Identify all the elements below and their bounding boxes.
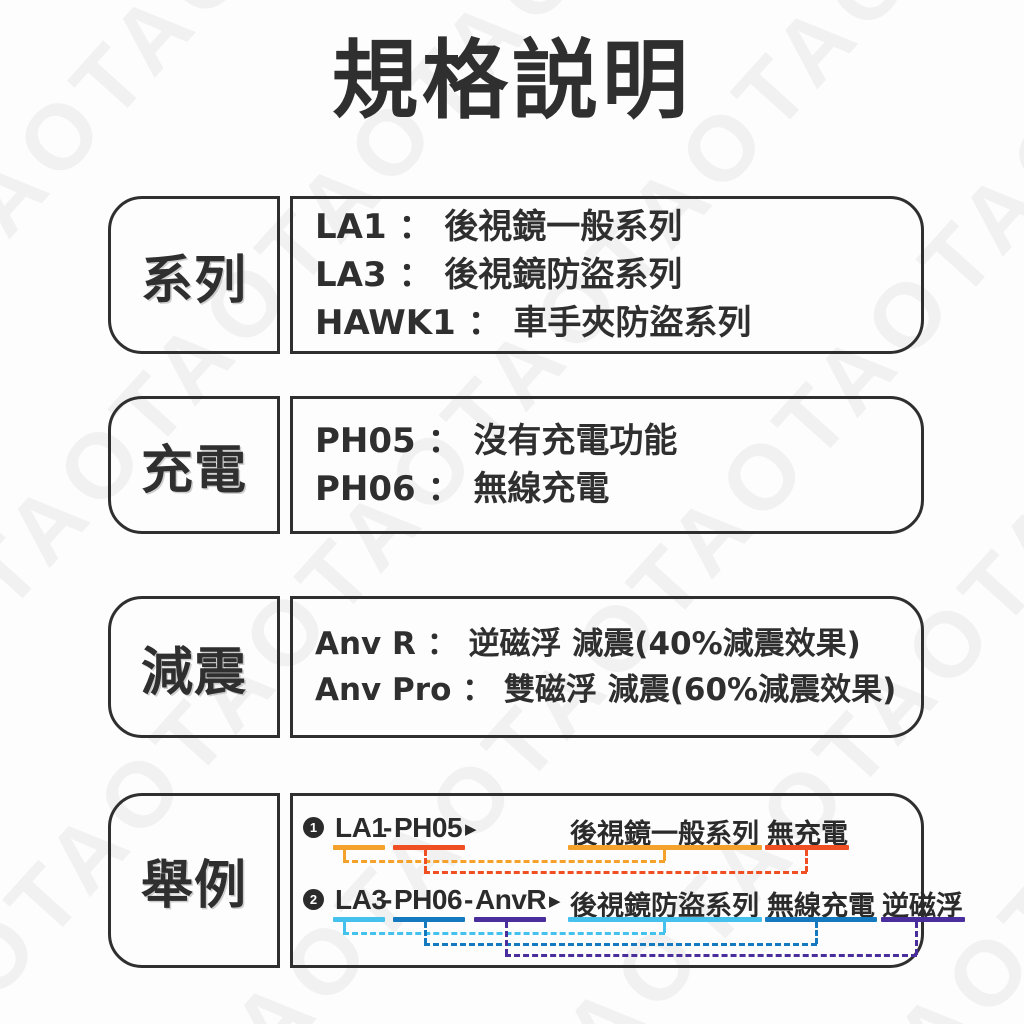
- row-label-text: 系列: [140, 250, 247, 311]
- row-label-damping: 減震: [108, 596, 280, 738]
- underline-la3: [333, 917, 385, 922]
- example-token-anvr: AnvR: [475, 884, 547, 915]
- spec-line: LA3 ： 後視鏡防盜系列: [315, 254, 683, 295]
- connector-red-v-left: [424, 850, 427, 872]
- connector-lightblue-h: [343, 932, 665, 935]
- row-content-series: LA1 ： 後視鏡一般系列 LA3 ： 後視鏡防盜系列 HAWK1 ： 車手夾防…: [290, 196, 924, 354]
- underline-charging-meaning: [765, 917, 877, 922]
- spec-row-series: 系列 LA1 ： 後視鏡一般系列 LA3 ： 後視鏡防盜系列 HAWK1 ： 車…: [108, 196, 924, 354]
- spec-line: PH05 ： 沒有充電功能: [315, 420, 678, 461]
- underline-la1: [333, 845, 385, 850]
- example-row-2: 2 LA3 - PH06 - AnvR ▶ 後視鏡防盜系列 無線充電 逆磁浮: [293, 880, 965, 957]
- example-number-badge: 1: [303, 817, 324, 838]
- example-token-dash: -: [464, 884, 473, 915]
- example-diagram: 1 LA1 - PH05 ▶ 後視鏡一般系列 無充電: [293, 796, 965, 965]
- example-meaning-charging: 無充電: [767, 819, 848, 850]
- underline-series-meaning: [568, 917, 762, 922]
- underline-series-meaning: [568, 845, 762, 850]
- example-token-ph06: PH06: [394, 884, 463, 915]
- page-title: 規格説明: [332, 31, 692, 131]
- spec-line: LA1 ： 後視鏡一般系列: [315, 206, 683, 247]
- connector-red-h: [424, 871, 807, 874]
- spec-line: Anv Pro ： 雙磁浮 減震(60%減震效果): [315, 672, 897, 708]
- connector-purple-v-left: [505, 922, 508, 955]
- connector-lightblue-v-left: [343, 922, 346, 933]
- spec-row-damping: 減震 Anv R ： 逆磁浮 減震(40%減震效果) Anv Pro ： 雙磁浮…: [108, 596, 924, 738]
- connector-orange-v-right: [663, 850, 666, 861]
- connector-orange-v-left: [343, 850, 346, 861]
- spec-line: HAWK1 ： 車手夾防盜系列: [315, 303, 752, 344]
- example-token-la1: LA1: [335, 812, 387, 843]
- connector-purple-v-right: [915, 922, 918, 955]
- example-meaning-series: 後視鏡一般系列: [570, 819, 759, 850]
- spec-line: Anv R ： 逆磁浮 減震(40%減震效果): [315, 625, 861, 662]
- example-meaning-damping: 逆磁浮: [882, 891, 963, 922]
- row-label-charging: 充電: [108, 396, 280, 534]
- arrow-right-icon: ▶: [549, 893, 561, 910]
- example-token-dash: -: [383, 884, 392, 915]
- example-meaning-series: 後視鏡防盜系列: [570, 891, 759, 922]
- row-label-example: 舉例: [108, 793, 280, 968]
- example-meaning-charging: 無線充電: [767, 891, 875, 922]
- spec-row-example: 舉例 1 LA1 - PH05 ▶ 後視鏡一般系列 無充電: [108, 793, 965, 968]
- example-number-badge: 2: [303, 889, 324, 910]
- example-row-1: 1 LA1 - PH05 ▶ 後視鏡一般系列 無充電: [293, 808, 921, 874]
- connector-orange-h: [343, 860, 665, 863]
- connector-blue-v-left: [424, 922, 427, 944]
- arrow-right-icon: ▶: [465, 821, 477, 838]
- underline-ph06: [393, 917, 465, 922]
- connector-red-v-right: [805, 850, 808, 872]
- example-token-la3: LA3: [335, 884, 387, 915]
- example-token-dash: -: [383, 812, 392, 843]
- connector-purple-h: [505, 954, 917, 957]
- underline-anvr: [474, 917, 546, 922]
- example-token-ph05: PH05: [394, 812, 463, 843]
- underline-charging-meaning: [765, 845, 849, 850]
- row-label-text: 充電: [140, 440, 247, 501]
- connector-blue-v-right: [815, 922, 818, 944]
- underline-ph05: [393, 845, 465, 850]
- row-label-series: 系列: [108, 196, 280, 354]
- row-label-text: 舉例: [140, 856, 247, 916]
- underline-damping-meaning: [881, 917, 965, 922]
- connector-blue-h: [424, 943, 817, 946]
- row-label-text: 減震: [140, 642, 247, 703]
- row-content-damping: Anv R ： 逆磁浮 減震(40%減震效果) Anv Pro ： 雙磁浮 減震…: [290, 596, 924, 738]
- spec-row-charging: 充電 PH05 ： 沒有充電功能 PH06 ： 無線充電: [108, 396, 924, 534]
- row-content-example: 1 LA1 - PH05 ▶ 後視鏡一般系列 無充電: [290, 793, 965, 968]
- spec-line: PH06 ： 無線充電: [315, 469, 610, 509]
- row-content-charging: PH05 ： 沒有充電功能 PH06 ： 無線充電: [290, 396, 924, 534]
- connector-lightblue-v-right: [663, 922, 666, 933]
